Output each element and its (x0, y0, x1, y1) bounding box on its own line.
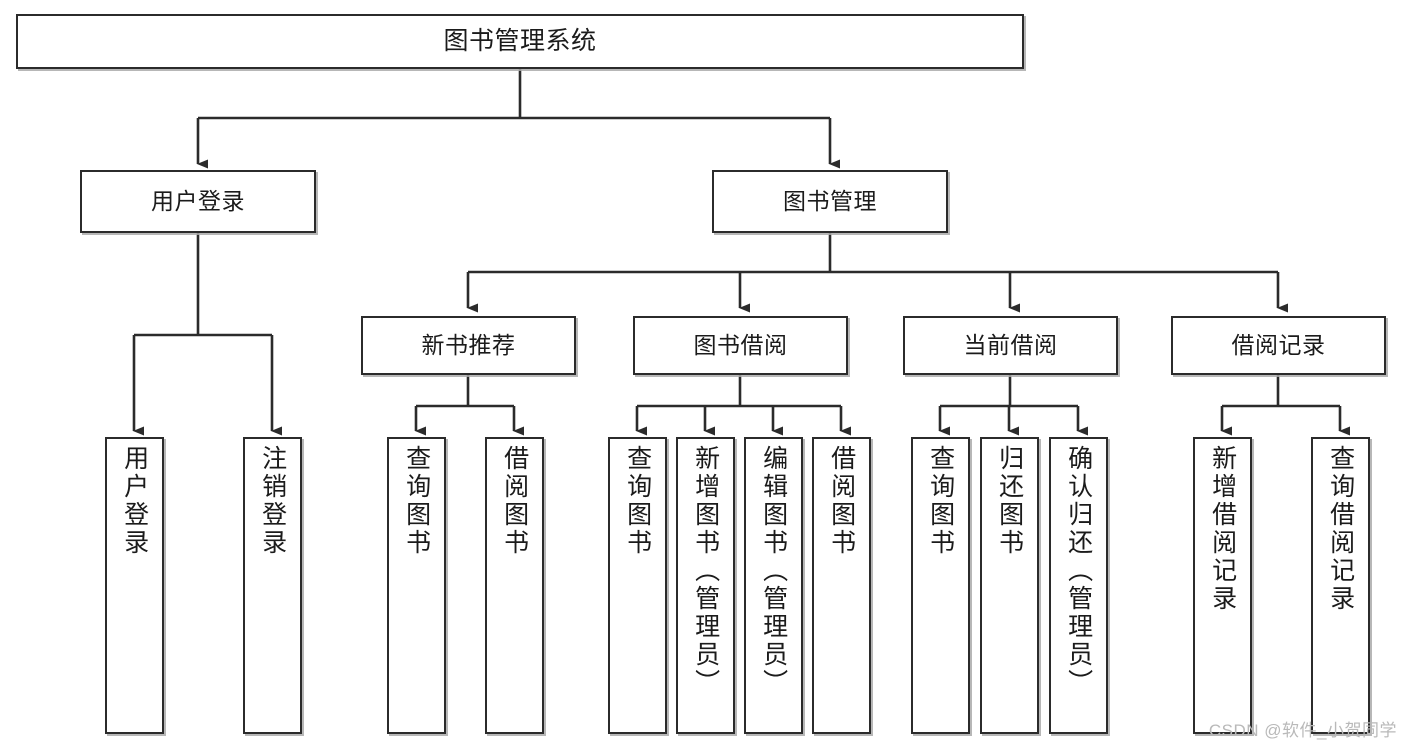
node-label: 借阅图书 (827, 445, 856, 557)
csdn-watermark: CSDN @软件_小贺同学 (1208, 721, 1397, 740)
leaf-current-borrow-confirm-return-admin[interactable]: 确认归还（管理员） (1049, 437, 1108, 734)
node-label: 当前借阅 (963, 331, 1058, 358)
leaf-book-borrow-add-book-admin[interactable]: 新增图书（管理员） (676, 437, 735, 734)
node-label: 图书借阅 (693, 331, 788, 358)
node-label: 借阅图书 (500, 445, 529, 557)
node-root-system[interactable]: 图书管理系统 (16, 14, 1024, 69)
leaf-new-book-borrow-book[interactable]: 借阅图书 (485, 437, 544, 734)
node-label: 查询图书 (402, 445, 431, 557)
node-label: 查询图书 (623, 445, 652, 557)
leaf-user-login-logout[interactable]: 注销登录 (243, 437, 302, 734)
node-label: 借阅记录 (1231, 331, 1326, 358)
node-label: 查询借阅记录 (1326, 445, 1355, 613)
node-label: 新增图书（管理员） (691, 445, 720, 697)
node-user-login[interactable]: 用户登录 (80, 170, 316, 233)
node-label: 注销登录 (258, 445, 287, 557)
node-current-borrow[interactable]: 当前借阅 (903, 316, 1118, 375)
node-label: 图书管理 (783, 187, 877, 214)
node-label: 新增借阅记录 (1208, 445, 1237, 613)
leaf-book-borrow-query-book[interactable]: 查询图书 (608, 437, 667, 734)
leaf-book-borrow-edit-book-admin[interactable]: 编辑图书（管理员） (744, 437, 803, 734)
leaf-current-borrow-return-book[interactable]: 归还图书 (980, 437, 1039, 734)
leaf-current-borrow-query-book[interactable]: 查询图书 (911, 437, 970, 734)
leaf-new-book-query-book[interactable]: 查询图书 (387, 437, 446, 734)
node-label: 归还图书 (995, 445, 1024, 557)
node-book-management[interactable]: 图书管理 (712, 170, 948, 233)
node-label: 编辑图书（管理员） (759, 445, 788, 697)
node-label: 查询图书 (926, 445, 955, 557)
node-label: 用户登录 (120, 445, 149, 557)
node-book-borrow[interactable]: 图书借阅 (633, 316, 848, 375)
node-new-book-recommend[interactable]: 新书推荐 (361, 316, 576, 375)
node-label: 新书推荐 (421, 331, 516, 358)
node-label: 确认归还（管理员） (1064, 445, 1093, 697)
leaf-book-borrow-borrow-book[interactable]: 借阅图书 (812, 437, 871, 734)
leaf-borrow-record-add-record[interactable]: 新增借阅记录 (1193, 437, 1252, 734)
leaf-user-login-login[interactable]: 用户登录 (105, 437, 164, 734)
leaf-borrow-record-query-record[interactable]: 查询借阅记录 (1311, 437, 1370, 734)
node-label: 图书管理系统 (443, 26, 597, 55)
node-label: 用户登录 (151, 187, 245, 214)
node-borrow-record[interactable]: 借阅记录 (1171, 316, 1386, 375)
